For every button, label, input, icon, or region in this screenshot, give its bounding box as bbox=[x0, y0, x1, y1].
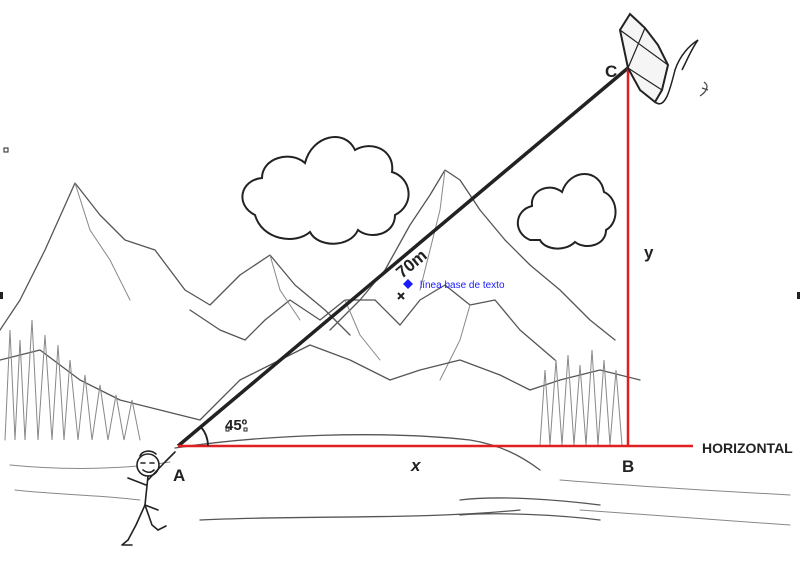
kid-figure bbox=[121, 450, 176, 546]
handle-right bbox=[797, 292, 800, 299]
mountain-range-center bbox=[189, 284, 556, 361]
handle-top-left bbox=[3, 147, 9, 153]
hypotenuse-length-label: 70m bbox=[392, 246, 430, 282]
kite bbox=[618, 12, 709, 105]
forest-right bbox=[539, 349, 623, 446]
cloud-small bbox=[516, 173, 617, 250]
foothills bbox=[0, 344, 641, 421]
leg-y-label: y bbox=[644, 243, 654, 262]
baseline-cross-marker bbox=[397, 292, 405, 300]
handle-left bbox=[0, 292, 3, 299]
lake-shore bbox=[174, 434, 601, 521]
baseline-diamond-icon bbox=[403, 279, 413, 289]
angle-label: 45º bbox=[225, 417, 248, 434]
forest-left bbox=[4, 319, 141, 441]
vertex-a-label: A bbox=[173, 466, 185, 485]
leg-x-label: x bbox=[410, 456, 422, 475]
baseline-hint-label: línea base de texto bbox=[420, 280, 505, 291]
vertex-c-label: C bbox=[605, 62, 617, 81]
cloud-large bbox=[241, 136, 410, 245]
angle-handle-left bbox=[225, 427, 230, 432]
angle-handle-right bbox=[243, 427, 248, 432]
vertex-b-label: B bbox=[622, 457, 634, 476]
hypotenuse-line bbox=[176, 66, 630, 448]
angle-arc bbox=[200, 426, 209, 447]
landscape-background bbox=[0, 169, 791, 526]
horizontal-label: HORIZONTAL bbox=[702, 440, 793, 456]
mountain-range-left bbox=[0, 182, 351, 336]
ground-strokes bbox=[9, 461, 791, 526]
